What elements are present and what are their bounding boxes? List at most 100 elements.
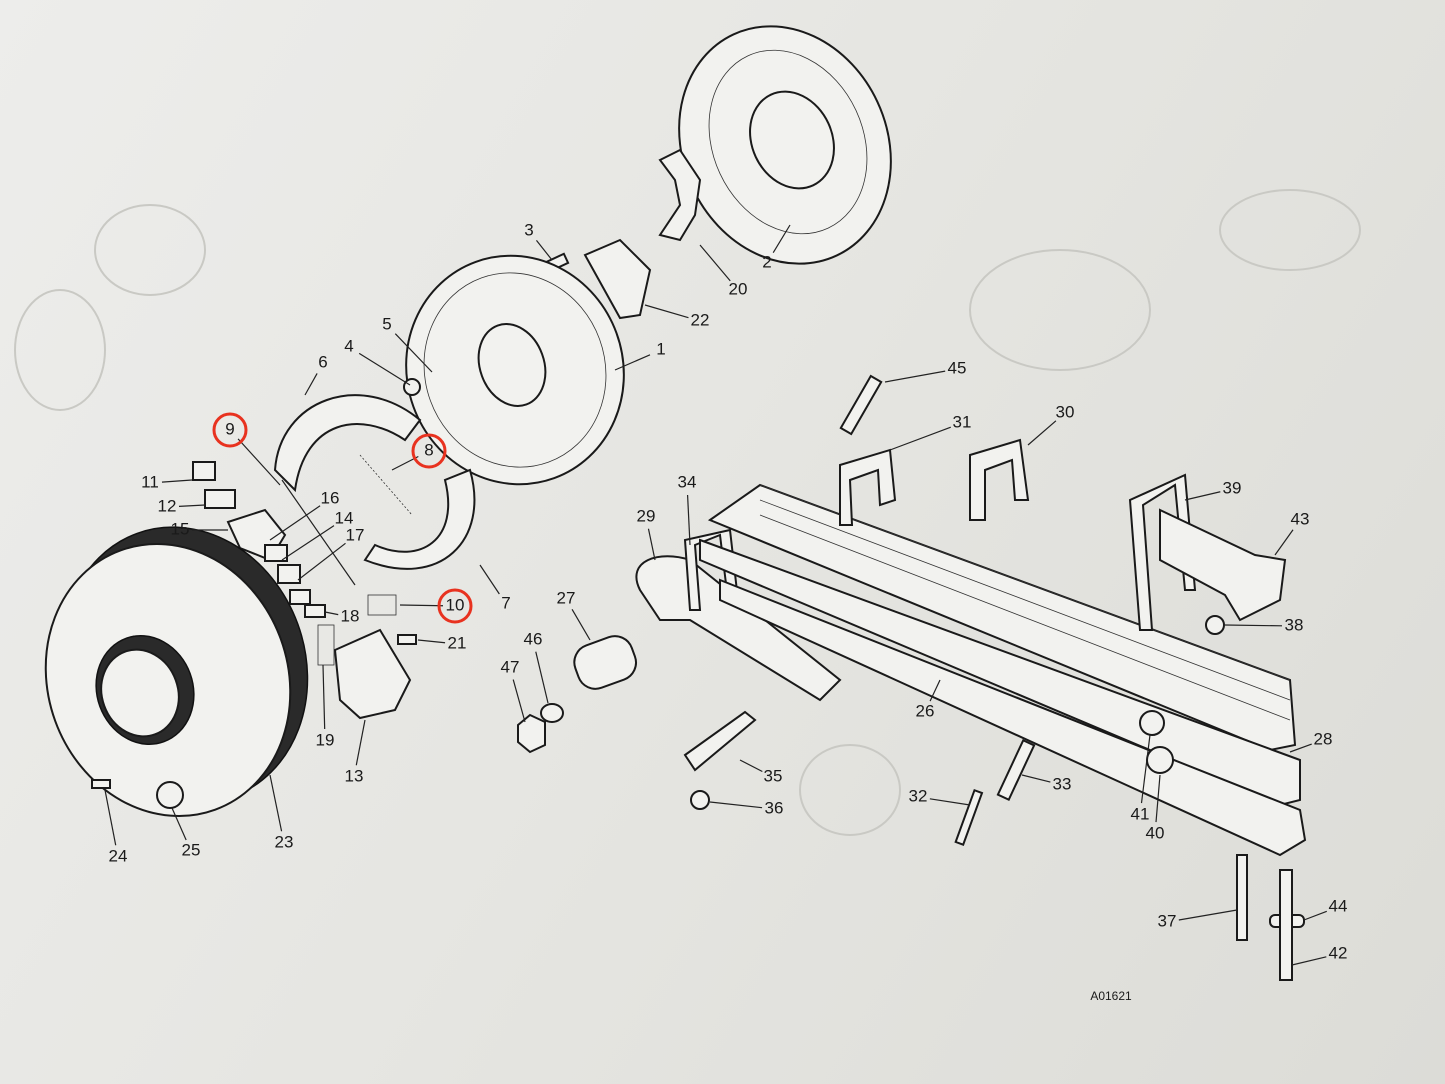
leader-line-11 (161, 479, 193, 483)
leader-line-9 (237, 438, 281, 486)
part-35-plate (683, 710, 757, 772)
part-33-pin (996, 738, 1036, 802)
part-20-bracket (658, 148, 702, 242)
part-39-u-bolt (1128, 473, 1197, 631)
leader-line-14 (281, 525, 335, 561)
callout-12: 12 (158, 496, 177, 515)
leader-line-41 (1140, 734, 1151, 804)
callout-35: 35 (764, 766, 783, 785)
callout-44: 44 (1329, 896, 1348, 915)
part-36-nut (690, 790, 710, 810)
part-25-nipple (156, 781, 184, 809)
leader-line-23 (269, 774, 283, 832)
highlight-circle-8 (411, 433, 447, 469)
callout-29: 29 (637, 506, 656, 525)
leader-line-19 (322, 664, 326, 730)
callout-17: 17 (346, 525, 365, 544)
leader-line-7 (479, 564, 500, 595)
leader-line-26 (929, 679, 941, 702)
callout-15: 15 (171, 519, 190, 538)
leader-line-42 (1291, 956, 1327, 966)
leader-line-13 (355, 719, 366, 766)
leader-line-17 (297, 542, 346, 581)
callout-38: 38 (1285, 615, 1304, 634)
callout-42: 42 (1329, 943, 1348, 962)
leader-line-4 (358, 352, 411, 386)
leader-line-40 (1155, 774, 1161, 823)
drawing-code: A01621 (1090, 989, 1132, 1003)
leader-line-35 (739, 759, 763, 773)
part-31-clip (839, 448, 897, 526)
part-38-nut (1205, 615, 1225, 635)
leader-line-46 (535, 651, 549, 704)
part-6-brake-shoe (273, 394, 422, 493)
leader-line-10 (399, 604, 444, 607)
leader-line-43 (1274, 529, 1294, 556)
leader-line-22 (644, 304, 689, 319)
part-9-pin (281, 479, 356, 586)
callout-13: 13 (345, 766, 364, 785)
leader-line-12 (178, 504, 206, 507)
callout-11: 11 (141, 472, 159, 491)
background-show-through (14, 189, 1361, 836)
part-40-nut (1146, 746, 1174, 774)
part-18 (304, 604, 326, 618)
leader-line-5 (394, 333, 433, 373)
part-30-clip (969, 438, 1030, 521)
callout-45: 45 (948, 358, 967, 377)
leader-line-20 (699, 244, 731, 282)
callout-43: 43 (1291, 509, 1310, 528)
callout-4: 4 (344, 336, 353, 355)
part-47-nut (517, 713, 546, 754)
callout-21: 21 (448, 633, 467, 652)
leader-line-3 (535, 240, 553, 261)
leader-line-36 (709, 801, 763, 809)
callout-32: 32 (909, 786, 928, 805)
leader-line-33 (1021, 774, 1051, 783)
highlight-circle-10 (437, 588, 473, 624)
part-11 (192, 461, 216, 481)
part-42-bolt (1279, 869, 1293, 981)
part-1-backplate (405, 254, 625, 486)
callout-6: 6 (318, 352, 327, 371)
callout-36: 36 (765, 798, 784, 817)
part-19-spring (317, 624, 335, 666)
leader-line-18 (324, 611, 339, 616)
part-24-screw (91, 779, 111, 789)
part-23-brake-drum (44, 526, 309, 818)
leader-line-30 (1027, 420, 1057, 446)
part-17 (289, 589, 311, 605)
part-7-brake-shoe (363, 468, 476, 570)
part-22-wheel-cylinder (583, 238, 652, 320)
leader-line-45 (884, 370, 946, 383)
leader-line-21 (417, 639, 446, 644)
leader-line-25 (171, 807, 187, 841)
callout-34: 34 (678, 472, 697, 491)
leader-line-38 (1224, 624, 1283, 627)
callout-19: 19 (316, 730, 335, 749)
callout-46: 46 (524, 629, 543, 648)
callout-27: 27 (557, 588, 576, 607)
part-41-washer (1139, 710, 1165, 736)
leader-line-32 (929, 798, 971, 806)
leader-line-29 (647, 528, 656, 561)
callout-5: 5 (382, 314, 391, 333)
leader-line-24 (104, 789, 117, 846)
callout-14: 14 (335, 508, 354, 527)
part-21 (397, 634, 417, 645)
callout-39: 39 (1223, 478, 1242, 497)
part-32-bolt (954, 788, 984, 846)
callout-25: 25 (182, 840, 201, 859)
part-27-bush (573, 635, 637, 690)
leader-line-44 (1303, 910, 1328, 921)
callout-18: 18 (341, 606, 360, 625)
callout-22: 22 (691, 310, 710, 329)
part-43-plate (1159, 508, 1287, 622)
callout-31: 31 (953, 412, 972, 431)
callout-33: 33 (1053, 774, 1072, 793)
part-12 (204, 489, 236, 509)
callout-30: 30 (1056, 402, 1075, 421)
